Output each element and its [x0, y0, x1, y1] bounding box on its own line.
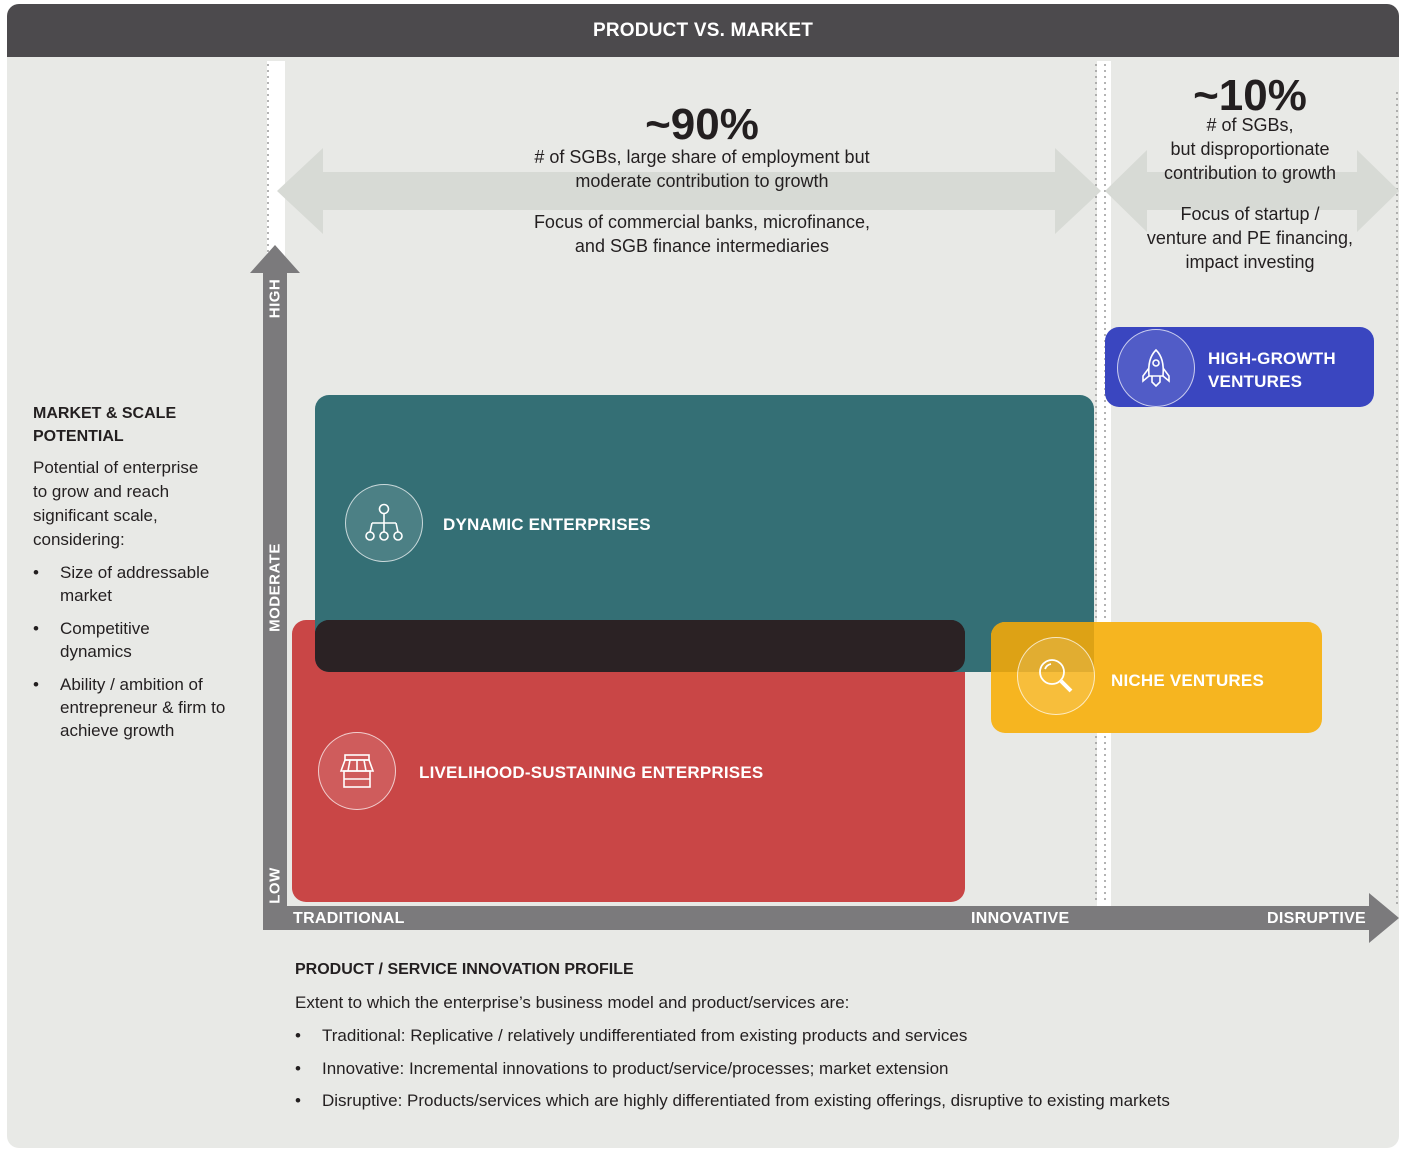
segment-overlap-top	[315, 620, 965, 634]
y-axis-arrowhead	[250, 245, 300, 273]
ten-percent-description: # of SGBs, but disproportionate contribu…	[1146, 115, 1354, 272]
niche-label: NICHE VENTURES	[1111, 671, 1264, 690]
rocket-icon	[1117, 329, 1195, 407]
diagram-panel: PRODUCT VS. MARKET ~90% # of SGBs, large…	[7, 4, 1399, 1148]
livelihood-label: LIVELIHOOD-SUSTAINING ENTERPRISES	[419, 763, 764, 782]
x-level-innovative: INNOVATIVE	[971, 910, 1070, 927]
y-axis-description: Potential of enterprise to grow and reac…	[33, 458, 199, 549]
x-axis-shaft	[263, 906, 1373, 930]
diagram-graphics	[250, 61, 1399, 943]
y-level-low: LOW	[266, 867, 284, 904]
x-level-disruptive: DISRUPTIVE	[1267, 910, 1367, 927]
x-axis-description: Extent to which the enterprise’s busines…	[295, 993, 850, 1012]
y-axis-title: MARKET & SCALE POTENTIAL	[33, 405, 177, 445]
high-growth-label: HIGH-GROWTH VENTURES	[1208, 349, 1336, 391]
magnifier-icon	[1017, 637, 1095, 715]
x-axis-bullets: Traditional: Replicative / relatively un…	[295, 1024, 1385, 1113]
ninety-percent-range-arrow	[277, 148, 1101, 234]
list-item: Innovative: Incremental innovations to p…	[295, 1057, 1385, 1081]
list-item: Disruptive: Products/services which are …	[295, 1089, 1385, 1113]
list-item: Competitive dynamics	[33, 617, 259, 663]
y-level-moderate: MODERATE	[266, 543, 284, 632]
y-axis-bullets: Size of addressable market Competitive d…	[33, 561, 259, 742]
x-axis-explanation: PRODUCT / SERVICE INNOVATION PROFILE Ext…	[295, 958, 1385, 1122]
list-item: Traditional: Replicative / relatively un…	[295, 1024, 1385, 1048]
x-axis-title: PRODUCT / SERVICE INNOVATION PROFILE	[295, 961, 634, 978]
x-axis-arrowhead	[1369, 893, 1399, 943]
ten-percent-value: ~10%	[1193, 71, 1307, 120]
diagram-title: PRODUCT VS. MARKET	[593, 19, 813, 41]
list-item: Size of addressable market	[33, 561, 259, 607]
y-axis-shaft	[263, 272, 287, 930]
network-icon	[345, 484, 423, 562]
list-item: Ability / ambition of entrepreneur & fir…	[33, 673, 259, 742]
header-bar: PRODUCT VS. MARKET	[7, 4, 1399, 57]
x-level-traditional: TRADITIONAL	[293, 910, 405, 927]
y-level-high: HIGH	[266, 278, 284, 319]
dynamic-label: DYNAMIC ENTERPRISES	[443, 515, 651, 534]
ninety-percent-value: ~90%	[645, 100, 759, 149]
storefront-icon	[318, 732, 396, 810]
ten-percent-range-arrow	[1105, 150, 1399, 232]
y-axis-explanation: MARKET & SCALE POTENTIAL Potential of en…	[33, 402, 259, 752]
ninety-percent-description: # of SGBs, large share of employment but…	[533, 147, 871, 256]
